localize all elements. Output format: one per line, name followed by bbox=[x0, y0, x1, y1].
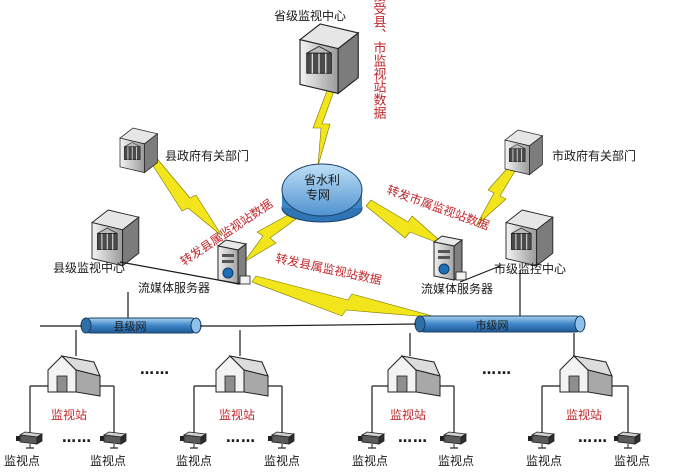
county-center-building-icon bbox=[91, 209, 140, 267]
point-label: 监视点 bbox=[614, 453, 650, 468]
provincial-network-disk: 省水利 专网 bbox=[281, 163, 363, 223]
ellipsis-cameras-4: …… bbox=[578, 430, 608, 446]
station-group-4: 监视站 bbox=[559, 355, 613, 422]
city-network-pipe: 市级网 bbox=[414, 315, 586, 333]
cameras bbox=[15, 431, 641, 449]
provincial-center-label: 省级监视中心 bbox=[274, 8, 346, 23]
point-label: 监视点 bbox=[438, 453, 474, 468]
camera-icon bbox=[613, 431, 641, 449]
station-group-1: 监视站 bbox=[47, 355, 101, 422]
camera-icon bbox=[99, 431, 127, 449]
station-house-icon bbox=[387, 355, 441, 397]
provincial-network-label-2: 专网 bbox=[306, 187, 330, 202]
county-gov-label: 县政府有关部门 bbox=[165, 148, 249, 163]
city-network-line-left bbox=[251, 323, 417, 327]
station-label: 监视站 bbox=[566, 407, 602, 422]
camera-icon bbox=[267, 431, 295, 449]
county-center-label: 县级监视中心 bbox=[53, 260, 125, 275]
county-network-label: 县级网 bbox=[114, 320, 147, 333]
camera-icon bbox=[527, 431, 555, 449]
city-center-label: 市级监控中心 bbox=[494, 261, 566, 276]
point-label: 监视点 bbox=[90, 453, 126, 468]
cross-forward-label: 转发县属监视站数据 bbox=[274, 250, 383, 287]
city-center-building-icon bbox=[505, 209, 554, 267]
county-gov-building-icon bbox=[119, 127, 158, 174]
city-gov-label: 市政府有关部门 bbox=[552, 148, 636, 163]
city-gov-building-icon bbox=[504, 129, 543, 176]
point-label: 监视点 bbox=[352, 453, 388, 468]
county-server-label: 流媒体服务器 bbox=[138, 280, 210, 295]
station-house-icon bbox=[559, 355, 613, 397]
link-county-server bbox=[243, 213, 297, 263]
ellipsis-county-stations: …… bbox=[140, 362, 170, 378]
station-group-2: 监视站 bbox=[215, 355, 269, 422]
city-network-label: 市级网 bbox=[476, 318, 509, 332]
link-city-server bbox=[365, 199, 447, 247]
city-server-label: 流媒体服务器 bbox=[421, 281, 493, 296]
station-label: 监视站 bbox=[390, 407, 426, 422]
station-group-3: 监视站 bbox=[387, 355, 441, 422]
county-network-pipe: 县级网 bbox=[80, 317, 202, 334]
ellipsis-cameras-2: …… bbox=[226, 430, 256, 446]
link-county-gov bbox=[147, 154, 223, 237]
point-label: 监视点 bbox=[526, 453, 562, 468]
station-label: 监视站 bbox=[219, 407, 255, 422]
camera-icon bbox=[179, 431, 207, 449]
provincial-network-label-1: 省水利 bbox=[304, 173, 340, 187]
ellipsis-cameras-3: …… bbox=[398, 430, 428, 446]
wireless-links bbox=[147, 79, 519, 319]
station-label: 监视站 bbox=[51, 407, 87, 422]
station-house-icon bbox=[47, 355, 101, 397]
camera-icon bbox=[439, 431, 467, 449]
camera-icon bbox=[15, 431, 43, 449]
ellipsis-city-stations: …… bbox=[482, 362, 512, 378]
station-house-icon bbox=[215, 355, 269, 397]
camera-icon bbox=[357, 431, 385, 449]
point-label: 监视点 bbox=[4, 453, 40, 468]
camera-lines bbox=[29, 385, 629, 436]
link-cross bbox=[251, 275, 441, 319]
ellipsis-cameras-1: …… bbox=[62, 430, 92, 446]
city-server-icon bbox=[433, 235, 467, 281]
provincial-center-building-icon bbox=[299, 23, 359, 95]
wired-lines bbox=[75, 261, 575, 356]
point-label: 监视点 bbox=[176, 453, 212, 468]
camera-labels: 监视点 监视点 监视点 监视点 监视点 监视点 监视点 监视点 bbox=[4, 453, 650, 468]
provincial-note: 接受县、市监视站数据 bbox=[371, 0, 387, 119]
point-label: 监视点 bbox=[264, 453, 300, 468]
county-server-icon bbox=[217, 239, 251, 285]
